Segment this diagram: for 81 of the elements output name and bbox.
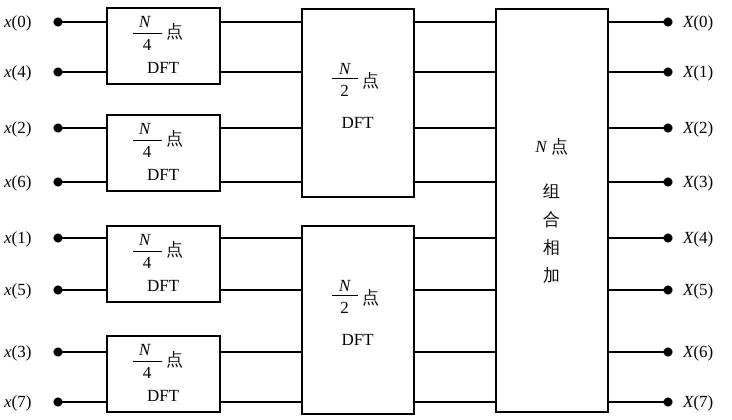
connector-line xyxy=(54,398,106,406)
fraction-numerator: N xyxy=(138,120,152,136)
dft-box xyxy=(301,225,415,415)
point-label: 点 xyxy=(165,22,184,40)
output-label: X(1) xyxy=(668,61,730,83)
connector-line xyxy=(221,127,301,129)
point-label: 点 xyxy=(361,72,380,88)
point-label: 点 xyxy=(361,288,380,306)
combine-box xyxy=(495,8,609,413)
input-label: x(2) xyxy=(4,117,58,139)
connector-line xyxy=(54,124,106,132)
input-label: x(7) xyxy=(4,391,58,413)
fraction-numerator: N xyxy=(138,12,152,30)
connector-line xyxy=(609,286,672,294)
output-label: X(4) xyxy=(668,227,730,249)
input-label: x(4) xyxy=(4,61,58,83)
connector-line xyxy=(415,289,495,291)
input-label: x(5) xyxy=(4,279,58,301)
dft-label: DFT xyxy=(146,276,180,294)
connector-line xyxy=(221,71,301,73)
connector-line xyxy=(221,351,301,353)
box-label: N 点 xyxy=(534,138,569,154)
fraction-denominator: 2 xyxy=(339,82,350,98)
connector-line xyxy=(415,401,495,403)
input-label: x(3) xyxy=(4,341,58,363)
output-label: X(3) xyxy=(668,171,730,193)
fraction-denominator: 2 xyxy=(339,298,350,316)
dft-box xyxy=(301,8,415,198)
connector-line xyxy=(415,127,495,129)
dft-label: DFT xyxy=(146,386,180,404)
connector-line xyxy=(221,181,301,183)
dft-label: DFT xyxy=(340,330,375,348)
point-label: 点 xyxy=(165,240,184,258)
output-label: X(7) xyxy=(668,391,730,413)
box-label: 组合相加 xyxy=(542,180,560,286)
connector-line xyxy=(54,68,106,76)
connector-line xyxy=(609,398,672,406)
input-label: x(0) xyxy=(4,11,58,33)
connector-line xyxy=(609,124,672,132)
connector-line xyxy=(609,348,672,356)
connector-line xyxy=(609,234,672,242)
dft-box xyxy=(106,335,221,413)
dft-box xyxy=(106,114,221,192)
connector-line xyxy=(415,21,495,23)
fraction-numerator: N xyxy=(138,340,152,358)
connector-line xyxy=(415,351,495,353)
connector-line xyxy=(54,178,106,186)
dft-label: DFT xyxy=(146,166,180,182)
input-label: x(1) xyxy=(4,227,58,249)
output-label: X(6) xyxy=(668,341,730,363)
fraction-denominator: 4 xyxy=(142,364,152,380)
fraction-denominator: 4 xyxy=(142,36,152,52)
input-label: x(6) xyxy=(4,171,58,193)
connector-line xyxy=(221,237,301,239)
dft-label: DFT xyxy=(340,114,375,130)
connector-line xyxy=(54,234,106,242)
output-label: X(2) xyxy=(668,117,730,139)
connector-line xyxy=(221,21,301,23)
connector-line xyxy=(54,286,106,294)
connector-line xyxy=(609,68,672,76)
dft-box xyxy=(106,7,221,85)
fraction-numerator: N xyxy=(338,60,352,76)
dft-box xyxy=(106,225,221,303)
point-label: 点 xyxy=(165,130,184,146)
dft-label: DFT xyxy=(146,58,180,76)
fraction-numerator: N xyxy=(138,230,152,248)
connector-line xyxy=(221,289,301,291)
output-label: X(5) xyxy=(668,279,730,301)
connector-line xyxy=(54,348,106,356)
connector-line xyxy=(54,18,106,26)
fraction-numerator: N xyxy=(338,276,352,294)
fraction-denominator: 4 xyxy=(142,142,152,160)
point-label: 点 xyxy=(165,350,184,368)
connector-line xyxy=(415,181,495,183)
connector-line xyxy=(609,18,672,26)
connector-line xyxy=(221,401,301,403)
connector-line xyxy=(415,237,495,239)
connector-line xyxy=(415,71,495,73)
connector-line xyxy=(609,178,672,186)
fraction-denominator: 4 xyxy=(142,254,152,270)
output-label: X(0) xyxy=(668,11,730,33)
